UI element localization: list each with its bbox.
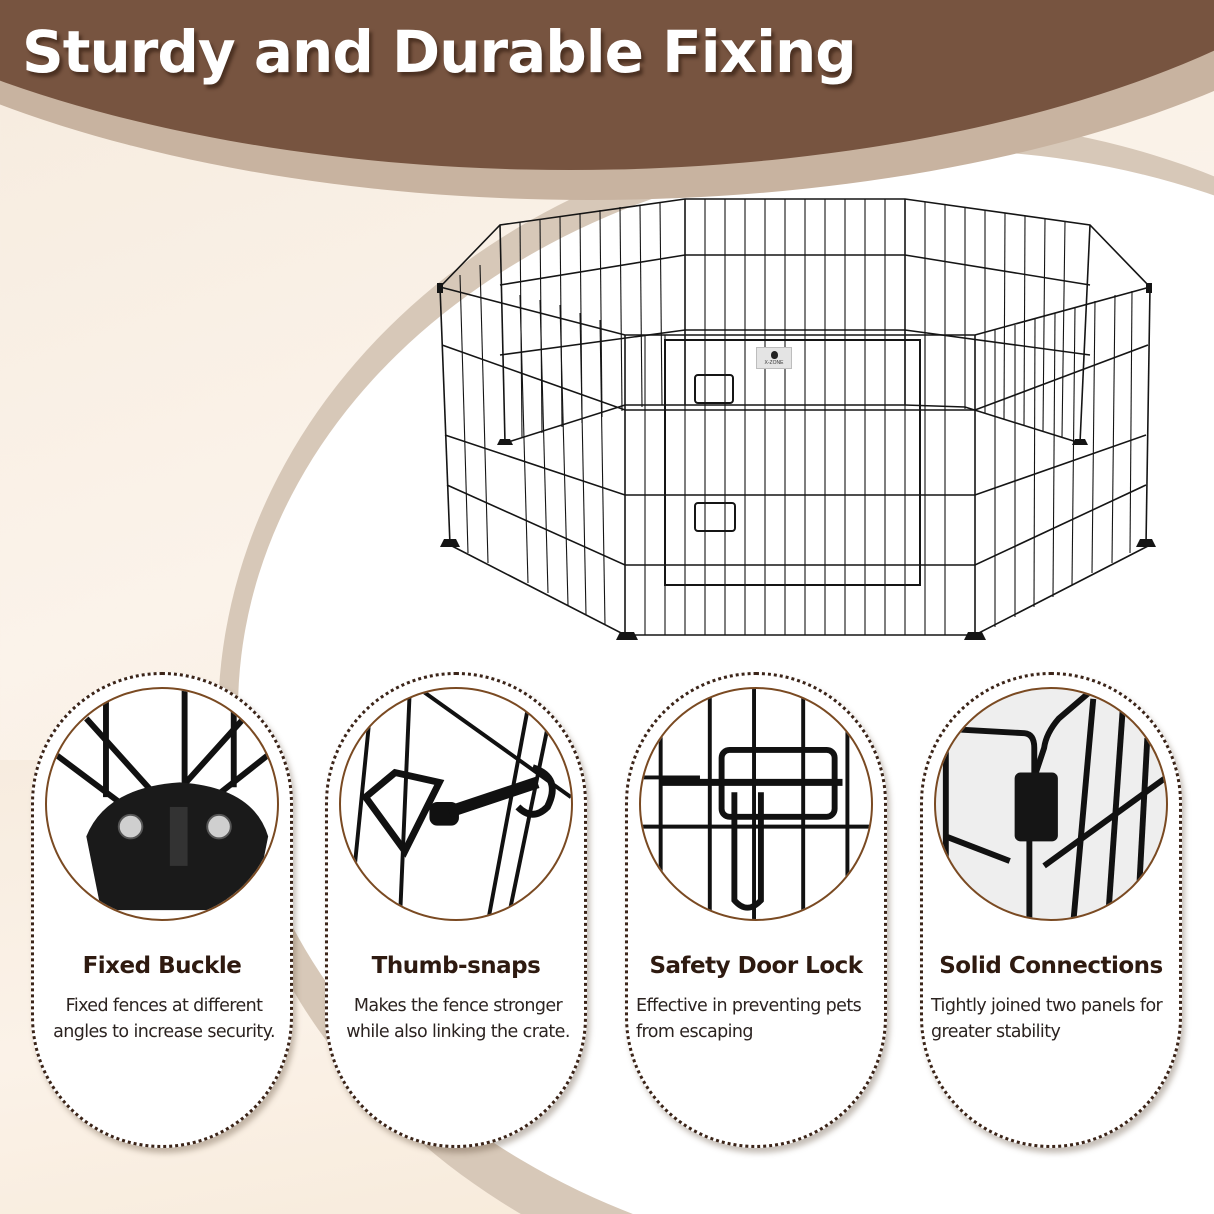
safety-door-lock-photo (639, 687, 873, 921)
feature-title: Thumb-snaps (371, 953, 541, 979)
door-latch-icon (641, 689, 871, 919)
fixed-buckle-photo (45, 687, 279, 921)
feature-title: Safety Door Lock (649, 953, 863, 979)
page-title: Sturdy and Durable Fixing (22, 18, 857, 86)
playpen-hero-image: X-ZONE (430, 195, 1160, 650)
solid-connections-photo (934, 687, 1168, 921)
feature-title: Solid Connections (939, 953, 1163, 979)
feature-title: Fixed Buckle (82, 953, 242, 979)
feature-card-solid-connections: Solid Connections Tightly joined two pan… (920, 672, 1182, 1148)
feature-card-safety-door-lock: Safety Door Lock Effective in preventing… (625, 672, 887, 1148)
feature-description: Makes the fence stronger while also link… (346, 996, 570, 1042)
snap-clip-icon (348, 689, 571, 919)
buckle-icon (47, 689, 277, 911)
panel-connector-icon (936, 689, 1166, 919)
playpen-icon (437, 198, 1156, 640)
thumb-snaps-photo (339, 687, 573, 921)
feature-description: Tightly joined two panels for greater st… (931, 996, 1163, 1042)
brand-tag: X-ZONE (756, 347, 792, 369)
feature-cards: Fixed Buckle Fixed fences at different a… (0, 650, 1214, 1170)
feature-card-thumb-snaps: Thumb-snaps Makes the fence stronger whi… (325, 672, 587, 1148)
feature-description: Effective in preventing pets from escapi… (636, 996, 862, 1042)
feature-card-fixed-buckle: Fixed Buckle Fixed fences at different a… (31, 672, 293, 1148)
feature-description: Fixed fences at different angles to incr… (53, 996, 275, 1042)
